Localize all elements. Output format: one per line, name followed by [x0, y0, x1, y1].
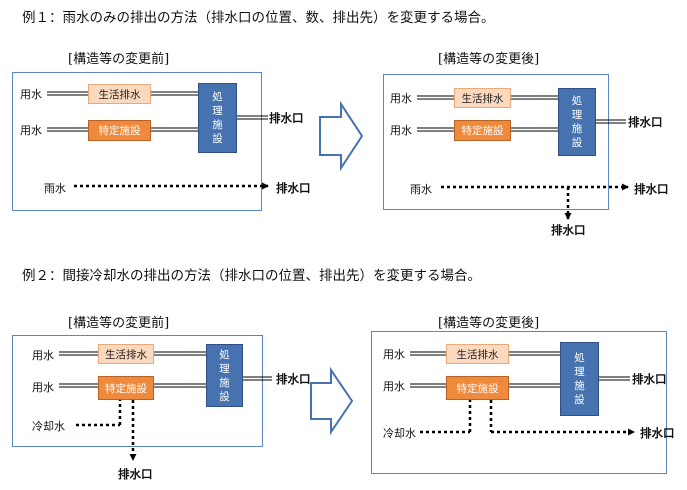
ex1-after-water-in-2: 用水: [390, 124, 412, 137]
ex2-after-outlet-main: 排水口: [632, 372, 667, 386]
ex1-after-rain: 雨水: [410, 183, 432, 196]
ex2-change-arrow: [310, 366, 354, 436]
ex2-after-proc-box: 処理施設: [560, 342, 599, 416]
example1-heading: 例１：雨水のみの排出の方法（排水口の位置、数、排出先）を変更する場合。: [22, 10, 495, 26]
ex2-after-spec-box: 特定施設: [446, 376, 509, 400]
ex2-before-life-box: 生活排水: [98, 344, 154, 364]
ex2-after-cooling: 冷却水: [383, 427, 416, 440]
ex2-after-outlet-right: 排水口: [640, 426, 675, 440]
ex1-before-spec-box: 特定施設: [88, 120, 151, 141]
ex1-before-outlet-main: 排水口: [269, 111, 304, 125]
ex1-after-proc-box: 処理施設: [558, 88, 596, 156]
ex1-before-water-in-1: 用水: [20, 88, 42, 101]
ex2-after-water-in-2: 用水: [383, 380, 405, 393]
ex1-before-outlet-rain: 排水口: [276, 181, 311, 195]
ex1-after-life-box: 生活排水: [454, 88, 511, 108]
ex1-after-outlet-rain: 排水口: [634, 182, 669, 196]
ex1-after-outlet-main: 排水口: [628, 115, 663, 129]
ex1-before-life-box: 生活排水: [88, 84, 151, 104]
ex2-after-life-box: 生活排水: [446, 344, 509, 364]
ex2-before-outlet-down: 排水口: [118, 467, 153, 481]
example2-heading: 例２：間接冷却水の排出の方法（排水口の位置、排出先）を変更する場合。: [22, 268, 481, 284]
ex2-before-cooling: 冷却水: [32, 420, 65, 433]
ex1-before-water-in-2: 用水: [20, 124, 42, 137]
ex1-change-arrow: [319, 100, 364, 172]
ex1-after-caption: [構造等の変更後]: [438, 52, 540, 67]
ex2-after-water-in-1: 用水: [383, 348, 405, 361]
ex2-before-water-in-2: 用水: [32, 381, 54, 394]
ex1-after-outlet-down: 排水口: [551, 223, 586, 237]
ex1-before-rain: 雨水: [44, 182, 66, 195]
ex2-before-outlet-main: 排水口: [276, 372, 311, 386]
ex2-after-caption: [構造等の変更後]: [438, 316, 540, 331]
ex1-before-proc-box: 処理施設: [198, 83, 237, 153]
ex2-before-proc-box: 処理施設: [206, 344, 243, 407]
ex2-before-water-in-1: 用水: [32, 349, 54, 362]
ex1-after-spec-box: 特定施設: [454, 120, 511, 141]
ex1-before-caption: [構造等の変更前]: [68, 52, 170, 67]
ex2-before-spec-box: 特定施設: [98, 376, 154, 400]
ex2-before-caption: [構造等の変更前]: [68, 316, 170, 331]
ex1-after-water-in-1: 用水: [390, 92, 412, 105]
